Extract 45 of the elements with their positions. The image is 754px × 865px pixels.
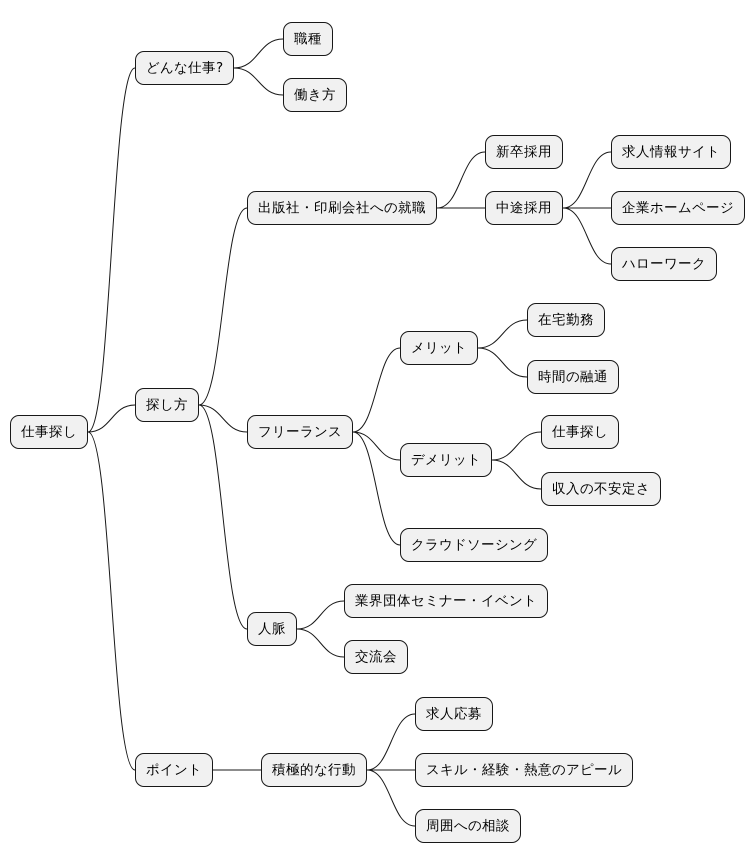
topic-box: 時間の融通 — [527, 360, 619, 394]
topic-box: メリット — [400, 331, 478, 365]
topic-box: 仕事探し — [10, 415, 88, 449]
topic-box: 求人応募 — [415, 697, 493, 731]
topic-box: 新卒採用 — [485, 135, 563, 169]
topic-box: 探し方 — [135, 388, 199, 422]
topic-box: どんな仕事? — [135, 51, 234, 85]
connector — [478, 348, 528, 378]
connector — [198, 404, 248, 432]
topic-box: 職種 — [283, 22, 333, 56]
topic-box: スキル・経験・熱意のアピール — [415, 753, 633, 787]
topic-box: デメリット — [400, 443, 492, 477]
topic-box: 企業ホームページ — [611, 191, 745, 225]
topic-box: 在宅勤務 — [527, 303, 605, 337]
connector — [296, 628, 344, 658]
topic-box: 積極的な行動 — [261, 753, 367, 787]
topic-box: 中途採用 — [485, 191, 563, 225]
connector — [562, 152, 612, 208]
topic-box: クラウドソーシング — [400, 528, 548, 562]
connector — [366, 770, 416, 826]
connector — [198, 404, 248, 630]
topic-box: 周囲への相談 — [415, 809, 521, 843]
topic-box: 交流会 — [344, 640, 408, 674]
topic-box: 働き方 — [283, 78, 347, 112]
connector — [234, 68, 284, 96]
topic-box: フリーランス — [247, 415, 353, 449]
topic-box: 業界団体セミナー・イベント — [344, 584, 548, 618]
connector — [352, 348, 400, 432]
connector — [352, 432, 400, 460]
topic-box: 出版社・印刷会社への就職 — [247, 191, 437, 225]
connector — [88, 404, 136, 432]
connector — [88, 68, 136, 432]
topic-box: ポイント — [135, 753, 213, 787]
topic-box: 収入の不安定さ — [541, 472, 661, 506]
connector — [352, 432, 400, 546]
topic-box: 仕事探し — [541, 415, 619, 449]
topic-box: 求人情報サイト — [611, 135, 731, 169]
topic-box: 人脈 — [247, 612, 297, 646]
connector — [492, 460, 542, 490]
connector — [88, 432, 136, 770]
connector — [198, 208, 248, 406]
connector — [562, 208, 612, 264]
topic-box: ハローワーク — [611, 247, 717, 281]
connector — [436, 152, 486, 208]
connector — [366, 714, 416, 770]
